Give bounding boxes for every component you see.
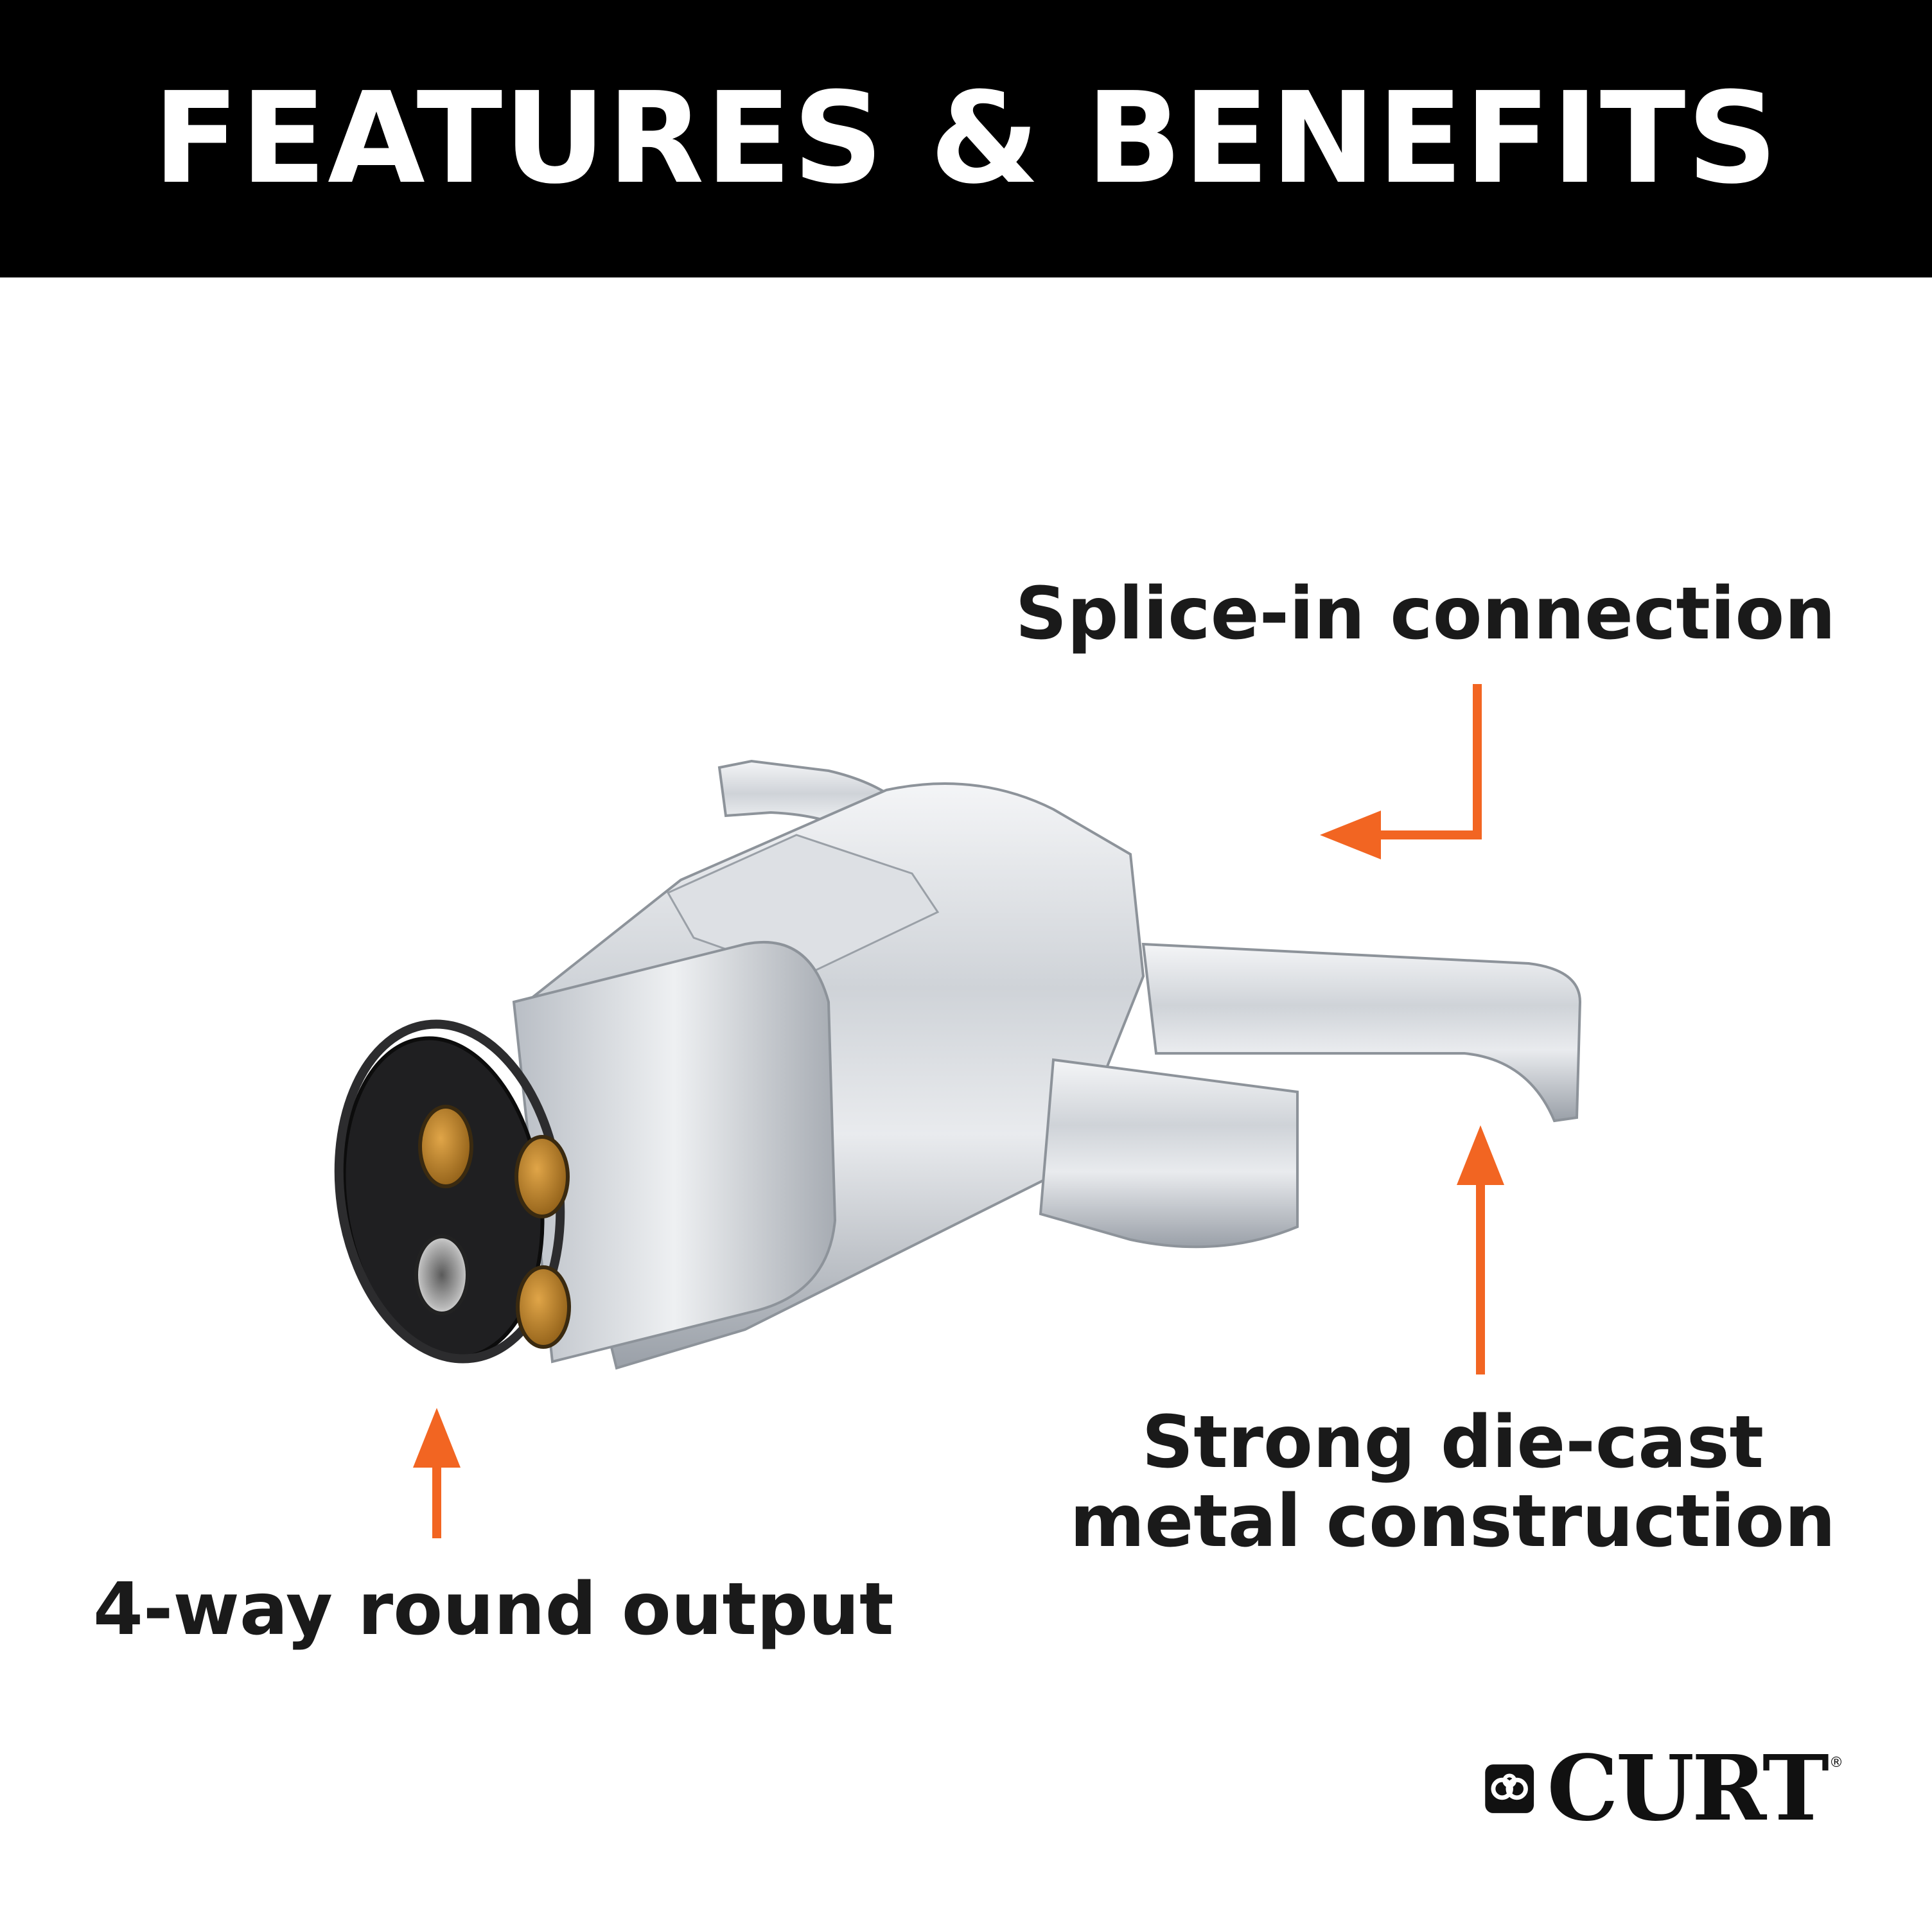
callout-output: 4-way round output: [93, 1568, 894, 1651]
curt-logo-text: CURT: [1547, 1736, 1829, 1841]
brass-pin-top-right: [514, 1135, 570, 1218]
connector-front-hook: [1141, 942, 1582, 1123]
connector-lower-tab: [1039, 1058, 1299, 1249]
output-arrow-head: [413, 1408, 461, 1468]
splice-arrow-head: [1320, 811, 1381, 859]
callout-die-cast-line2: metal construction: [1069, 1480, 1836, 1564]
callout-splice-in: Splice-in connection: [1015, 572, 1836, 656]
brass-pin-top-left: [418, 1105, 473, 1188]
registered-mark: ®: [1829, 1755, 1843, 1771]
silver-pin: [414, 1234, 470, 1315]
callout-die-cast: Strong die-cast metal construction: [1070, 1403, 1836, 1561]
splice-arrow-line: [1368, 684, 1482, 839]
header-banner: FEATURES & BENEFITS: [0, 0, 1932, 277]
connector-ridge: [666, 834, 940, 978]
brass-pin-bottom-right: [516, 1265, 571, 1349]
curt-logo: CURT ®: [1484, 1736, 1843, 1841]
curt-logo-icon: [1485, 1764, 1534, 1813]
callout-die-cast-line1: Strong die-cast: [1141, 1401, 1764, 1484]
connector-front-barrel: [512, 940, 837, 1364]
page-title: FEATURES & BENEFITS: [153, 66, 1779, 212]
diecast-arrow-head: [1457, 1125, 1504, 1185]
